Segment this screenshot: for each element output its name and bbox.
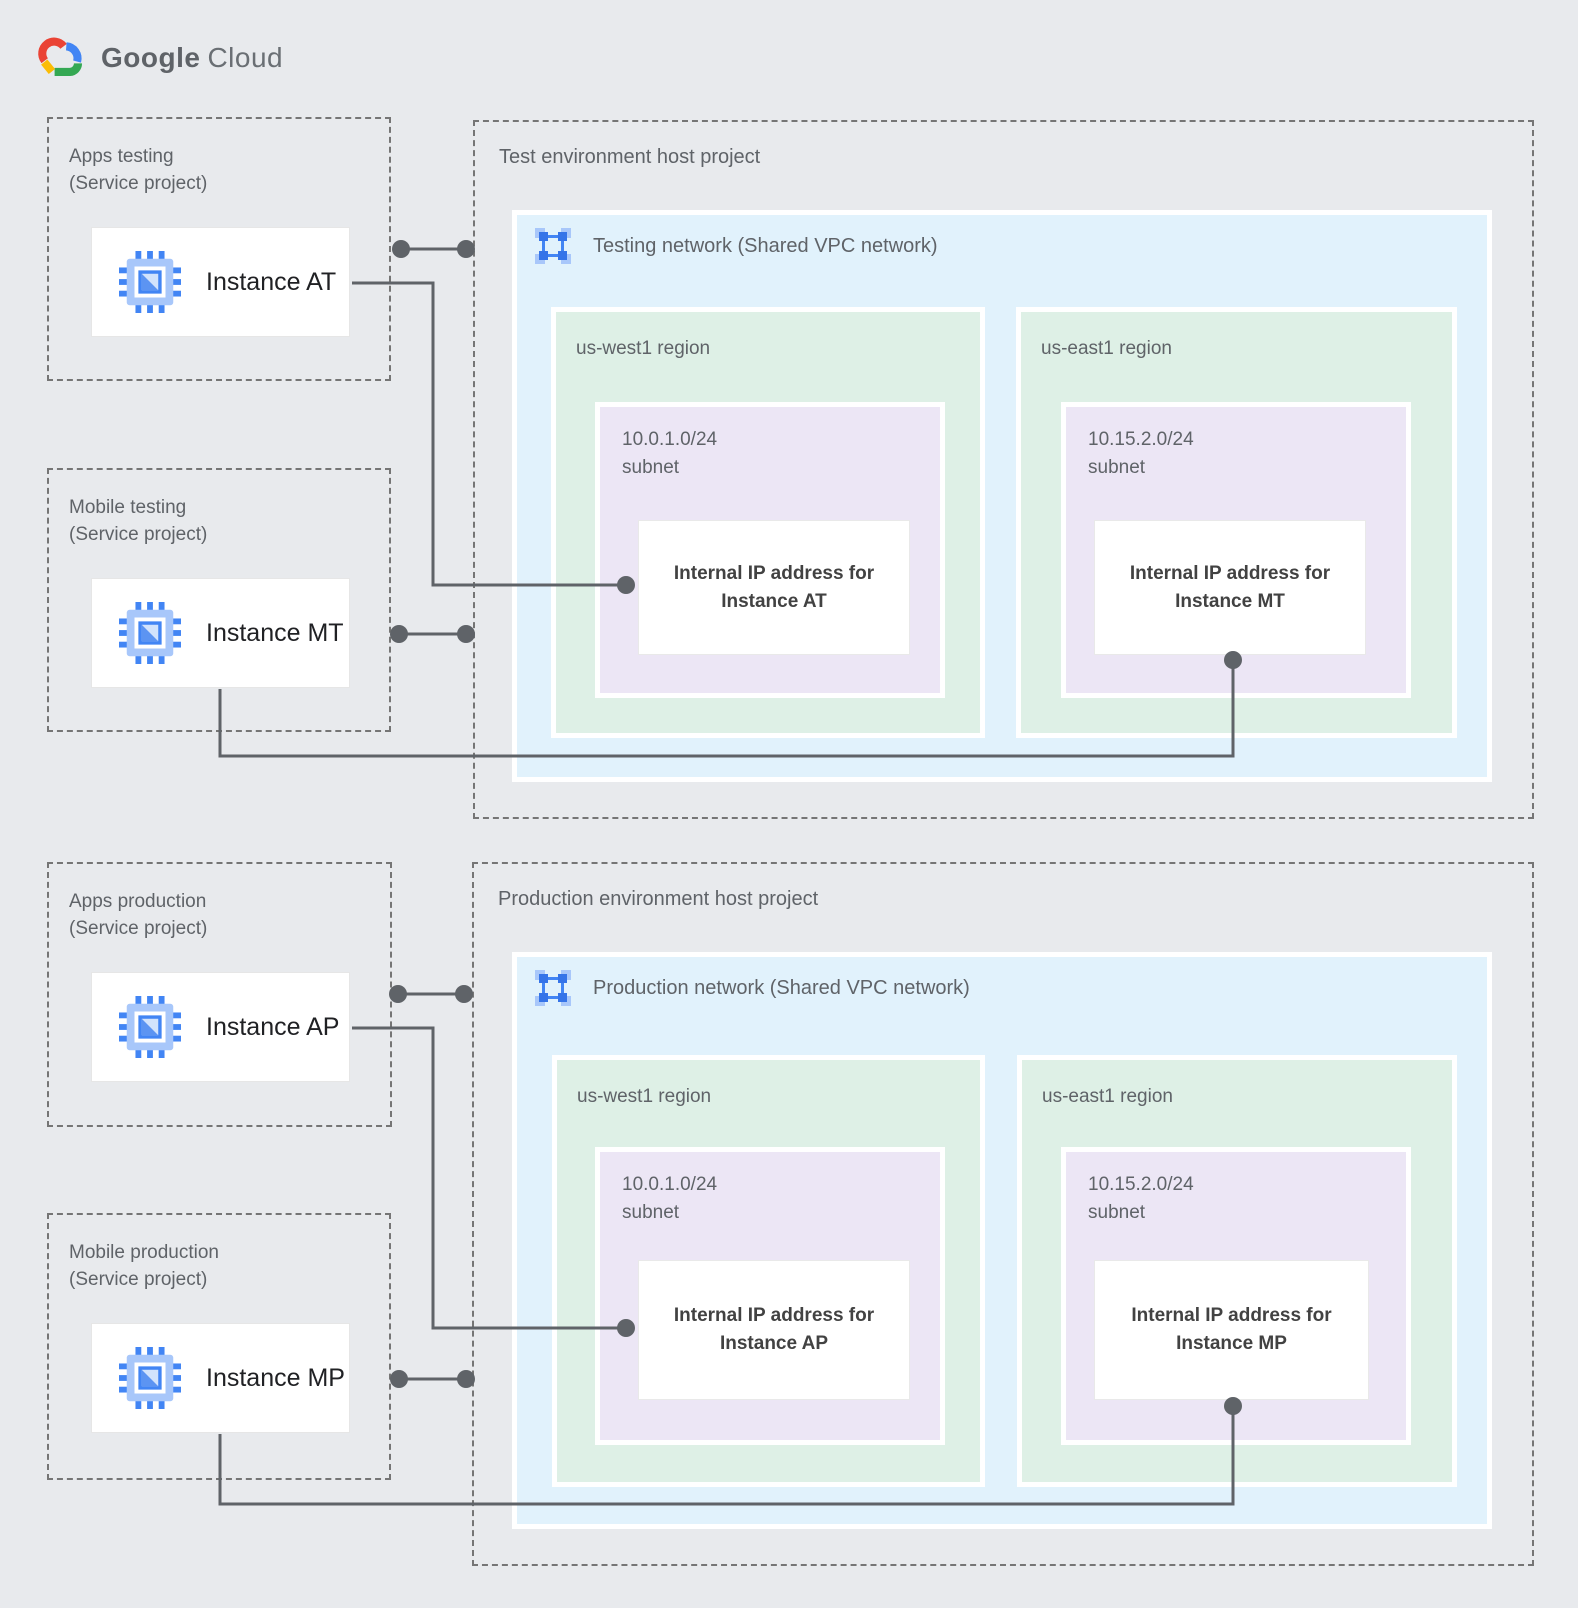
subnet-cidr: 10.15.2.0/24	[1088, 429, 1194, 450]
network-heading: Production network (Shared VPC network)	[535, 970, 970, 1006]
host-project-production: Production environment host project Prod…	[472, 862, 1534, 1566]
instance-label: Instance AT	[206, 267, 337, 296]
google-cloud-logo-icon	[38, 37, 83, 76]
shared-vpc-network-production: Production network (Shared VPC network) …	[512, 952, 1492, 1529]
subnet-us-east1: 10.15.2.0/24 subnet Internal IP address …	[1061, 402, 1411, 698]
instance-label: Instance MT	[206, 618, 344, 647]
internal-ip-card-mp[interactable]: Internal IP address for Instance MP	[1094, 1260, 1369, 1400]
subnet-cidr: 10.15.2.0/24	[1088, 1174, 1194, 1195]
host-project-title: Test environment host project	[499, 146, 761, 168]
subnet-cidr: 10.0.1.0/24	[622, 429, 718, 450]
subnet-label: 10.15.2.0/24 subnet	[1088, 426, 1194, 482]
ip-card-text: Internal IP address for	[1129, 562, 1331, 584]
network-label: Production network (Shared VPC network)	[593, 976, 970, 999]
subnet-label: 10.0.1.0/24 subnet	[622, 426, 717, 482]
service-project-type: (Service project)	[69, 918, 208, 939]
ip-card-instance: Instance AP	[719, 1333, 829, 1354]
endpoint-dot	[455, 985, 473, 1003]
service-project-label: Mobile testing (Service project)	[69, 494, 207, 548]
subnet-cidr: 10.0.1.0/24	[622, 1174, 718, 1195]
region-us-east1: us-east1 region 10.15.2.0/24 subnet Inte…	[1017, 1055, 1457, 1487]
endpoint-dot	[390, 1370, 408, 1388]
subnet-us-east1: 10.15.2.0/24 subnet Internal IP address …	[1061, 1147, 1411, 1445]
service-project-apps-production: Apps production (Service project) Instan…	[47, 862, 392, 1127]
logo-product: Cloud	[207, 42, 284, 73]
region-us-west1: us-west1 region 10.0.1.0/24 subnet Inter…	[552, 1055, 985, 1487]
service-project-mobile-testing: Mobile testing (Service project) Instanc…	[47, 468, 391, 732]
region-label: us-east1 region	[1042, 1086, 1173, 1107]
endpoint-dot	[390, 625, 408, 643]
service-project-type: (Service project)	[69, 524, 208, 545]
ip-card-instance: Instance AT	[721, 590, 827, 612]
subnet-word: subnet	[622, 1202, 680, 1223]
service-project-label: Apps testing (Service project)	[69, 143, 207, 197]
logo-brand: Google	[101, 42, 201, 73]
service-project-type: (Service project)	[69, 1269, 208, 1290]
region-label: us-east1 region	[1041, 338, 1172, 359]
service-project-name: Mobile testing	[69, 497, 187, 518]
ip-card-text: Internal IP address for	[673, 1305, 875, 1326]
subnet-us-west1: 10.0.1.0/24 subnet Internal IP address f…	[595, 1147, 945, 1445]
subnet-label: 10.15.2.0/24 subnet	[1088, 1171, 1194, 1227]
service-project-label: Mobile production (Service project)	[69, 1239, 219, 1293]
compute-instance-icon	[119, 251, 181, 313]
ip-card-text: Internal IP address for	[673, 562, 875, 584]
ip-card-instance: Instance MT	[1175, 590, 1285, 612]
endpoint-dot	[392, 240, 410, 258]
subnet-word: subnet	[1088, 457, 1146, 478]
region-us-west1: us-west1 region 10.0.1.0/24 subnet Inter…	[551, 307, 985, 738]
subnet-word: subnet	[1088, 1202, 1146, 1223]
service-project-name: Apps production	[69, 891, 207, 912]
service-project-name: Mobile production	[69, 1242, 219, 1263]
service-project-label: Apps production (Service project)	[69, 888, 207, 942]
subnet-label: 10.0.1.0/24 subnet	[622, 1171, 717, 1227]
internal-ip-card-ap[interactable]: Internal IP address for Instance AP	[638, 1260, 910, 1400]
instance-label: Instance MP	[206, 1363, 345, 1392]
subnet-us-west1: 10.0.1.0/24 subnet Internal IP address f…	[595, 402, 945, 698]
network-label: Testing network (Shared VPC network)	[593, 234, 938, 257]
instance-card-ap[interactable]: Instance AP	[91, 972, 350, 1082]
service-project-type: (Service project)	[69, 173, 208, 194]
vpc-network-icon	[535, 228, 571, 264]
subnet-word: subnet	[622, 457, 680, 478]
vpc-network-icon	[535, 970, 571, 1006]
instance-card-mt[interactable]: Instance MT	[91, 578, 350, 688]
ip-card-text: Internal IP address for	[1131, 1305, 1332, 1326]
network-heading: Testing network (Shared VPC network)	[535, 228, 938, 264]
host-project-test: Test environment host project Testing ne…	[473, 120, 1534, 819]
shared-vpc-network-testing: Testing network (Shared VPC network) us-…	[512, 210, 1492, 782]
service-project-name: Apps testing	[69, 146, 174, 167]
service-project-apps-testing: Apps testing (Service project) Instance …	[47, 117, 391, 381]
instance-label: Instance AP	[206, 1012, 340, 1041]
compute-instance-icon	[119, 602, 181, 664]
region-label: us-west1 region	[577, 1086, 712, 1107]
region-label: us-west1 region	[576, 338, 711, 359]
region-us-east1: us-east1 region 10.15.2.0/24 subnet Inte…	[1016, 307, 1457, 738]
ip-card-instance: Instance MP	[1176, 1333, 1287, 1354]
compute-instance-icon	[119, 996, 181, 1058]
internal-ip-card-mt[interactable]: Internal IP address for Instance MT	[1094, 520, 1366, 655]
instance-card-mp[interactable]: Instance MP	[91, 1323, 350, 1433]
service-project-mobile-production: Mobile production (Service project) Inst…	[47, 1213, 391, 1480]
instance-card-at[interactable]: Instance AT	[91, 227, 350, 337]
internal-ip-card-at[interactable]: Internal IP address for Instance AT	[638, 520, 910, 655]
compute-instance-icon	[119, 1347, 181, 1409]
host-project-title: Production environment host project	[498, 888, 819, 910]
